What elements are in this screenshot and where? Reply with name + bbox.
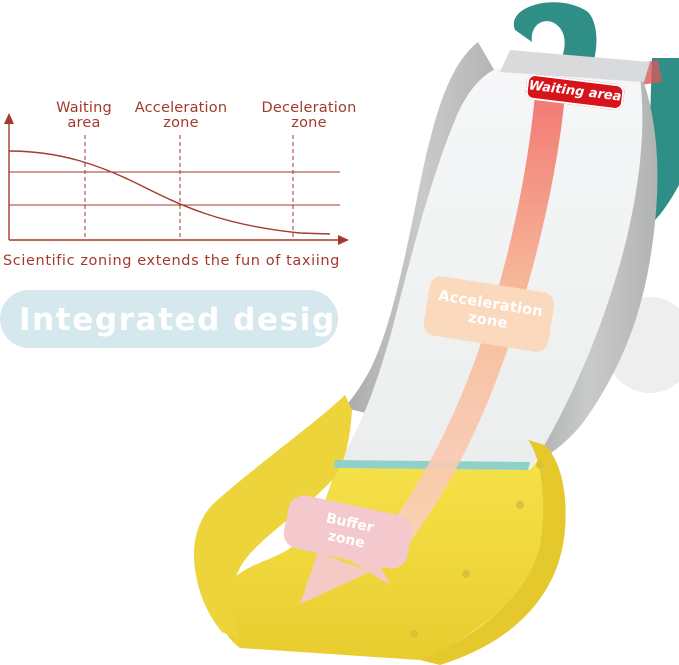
graph-caption: Scientific zoning extends the fun of tax… [3, 253, 340, 269]
slide-surface [335, 68, 643, 470]
label-acceleration-zone: Acceleration zone [134, 100, 228, 131]
yellow-left-wall [193, 395, 352, 640]
label-deceleration-zone: Deceleration zone [261, 100, 357, 131]
bolt [462, 570, 470, 578]
zone-stripe [372, 95, 565, 560]
bolt [410, 630, 418, 638]
y-axis-arrow [4, 113, 14, 124]
bolt [516, 501, 524, 509]
feature-badge-text: Integrated design [19, 302, 360, 338]
yellow-right-wall [420, 440, 566, 665]
zone-graph [4, 113, 349, 245]
label-waiting-area: Waiting area [56, 100, 112, 131]
x-axis-arrow [338, 235, 349, 245]
teal-handle [513, 2, 597, 71]
speed-curve [8, 150, 331, 235]
bolt [536, 461, 544, 469]
feature-badge: Integrated design [0, 290, 358, 348]
